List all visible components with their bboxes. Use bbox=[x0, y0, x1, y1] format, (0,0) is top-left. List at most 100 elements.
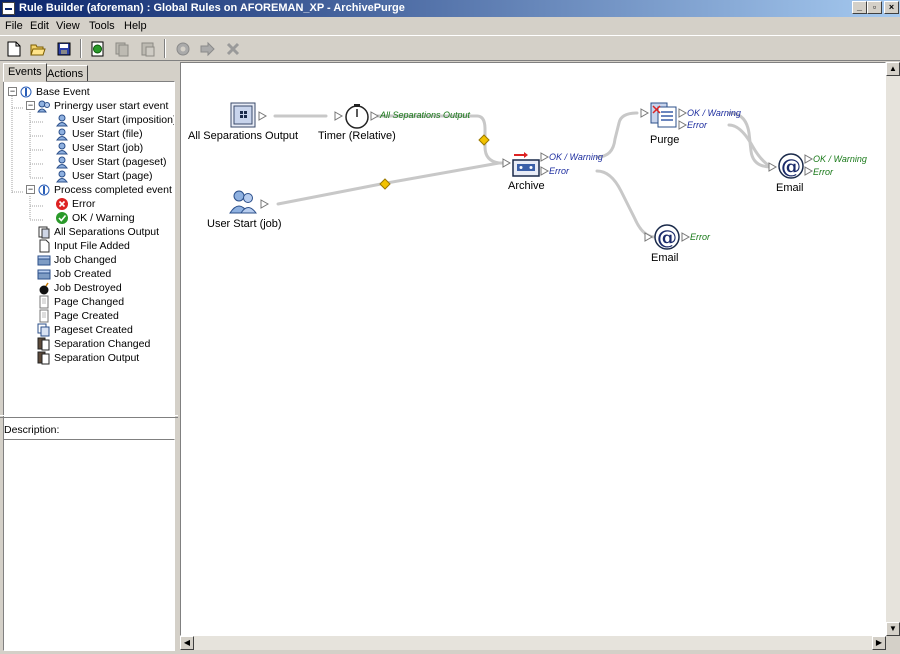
port-label-email2-error: Error bbox=[690, 232, 710, 242]
menu-view[interactable]: View bbox=[56, 20, 80, 32]
collapse-process-toggle[interactable]: − bbox=[26, 184, 35, 194]
port-arrow bbox=[804, 154, 814, 164]
copy-icon[interactable] bbox=[111, 38, 133, 59]
tree-item-user-start[interactable]: User Start (file) bbox=[55, 127, 143, 141]
maximize-button[interactable]: ▫ bbox=[867, 1, 882, 14]
scroll-right-icon[interactable]: ▶ bbox=[872, 636, 886, 650]
connector-line bbox=[727, 123, 773, 169]
vertical-scrollbar[interactable]: ▲ ▼ bbox=[886, 62, 900, 636]
port-label-timer-output: All Separations Output bbox=[380, 110, 471, 120]
menu-file[interactable]: File bbox=[5, 20, 23, 32]
all-separations-node-icon[interactable] bbox=[230, 102, 256, 128]
tree-lines bbox=[11, 96, 44, 221]
settings-gear-icon[interactable] bbox=[172, 38, 194, 59]
port-arrow bbox=[260, 199, 270, 209]
tree-item-process-completed[interactable]: Process completed event bbox=[37, 183, 172, 197]
email-at-icon[interactable]: @ bbox=[653, 223, 681, 251]
port-arrow bbox=[334, 111, 344, 121]
refresh-icon[interactable] bbox=[87, 38, 109, 59]
left-panel: Events Actions − Base Event − Prinergy u… bbox=[0, 62, 178, 654]
port-arrow bbox=[804, 166, 814, 176]
rule-canvas[interactable]: All Separations Output Timer (Relative) … bbox=[180, 62, 886, 636]
tree-item-job-destroyed[interactable]: Job Destroyed bbox=[37, 281, 122, 295]
user-icon bbox=[55, 169, 69, 183]
tree-item-user-start[interactable]: User Start (imposition) bbox=[55, 113, 174, 127]
tree-item-separation-changed[interactable]: Separation Changed bbox=[37, 337, 150, 351]
new-file-icon[interactable] bbox=[3, 38, 25, 59]
horizontal-scrollbar[interactable]: ◀ ▶ bbox=[180, 636, 886, 650]
port-label-purge-error: Error bbox=[687, 120, 707, 130]
user-icon bbox=[55, 127, 69, 141]
scroll-down-icon[interactable]: ▼ bbox=[886, 622, 900, 636]
page-icon bbox=[37, 295, 51, 309]
job-icon bbox=[37, 267, 51, 281]
paste-icon[interactable] bbox=[137, 38, 159, 59]
tree-item-all-separations[interactable]: All Separations Output bbox=[37, 225, 159, 239]
port-arrow bbox=[640, 108, 650, 118]
port-arrow bbox=[370, 111, 380, 121]
tab-events[interactable]: Events bbox=[3, 63, 47, 82]
tree-item-job-changed[interactable]: Job Changed bbox=[37, 253, 116, 267]
node-label-timer: Timer (Relative) bbox=[318, 130, 396, 142]
email-at-icon[interactable]: @ bbox=[777, 152, 805, 180]
tree-item-user-start-event[interactable]: Prinergy user start event bbox=[37, 99, 168, 113]
tree-item-job-created[interactable]: Job Created bbox=[37, 267, 111, 281]
tab-actions[interactable]: Actions bbox=[42, 65, 89, 82]
scroll-left-icon[interactable]: ◀ bbox=[180, 636, 194, 650]
collapse-base-toggle[interactable]: − bbox=[8, 86, 17, 96]
node-label-purge: Purge bbox=[650, 134, 680, 146]
node-label-user-start: User Start (job) bbox=[207, 218, 282, 230]
tree-item-user-start[interactable]: User Start (page) bbox=[55, 169, 153, 183]
run-icon[interactable] bbox=[196, 38, 218, 59]
tree-item-user-start[interactable]: User Start (pageset) bbox=[55, 155, 167, 169]
collapse-user-start-toggle[interactable]: − bbox=[26, 100, 35, 110]
event-info-icon bbox=[19, 85, 33, 99]
user-start-node-icon[interactable] bbox=[228, 189, 260, 215]
bomb-icon bbox=[37, 281, 51, 295]
tree-item-base-event[interactable]: Base Event bbox=[19, 85, 90, 99]
port-label-archive-ok: OK / Warning bbox=[549, 152, 603, 162]
connector-line bbox=[595, 169, 657, 239]
menu-edit[interactable]: Edit bbox=[30, 20, 49, 32]
port-label-archive-error: Error bbox=[549, 166, 569, 176]
minimize-button[interactable]: _ bbox=[852, 1, 867, 14]
check-icon bbox=[55, 211, 69, 225]
tree-item-user-start[interactable]: User Start (job) bbox=[55, 141, 143, 155]
tree-item-ok-warning[interactable]: OK / Warning bbox=[55, 211, 135, 225]
pageset-icon bbox=[37, 323, 51, 337]
node-label-archive: Archive bbox=[508, 180, 545, 192]
port-arrow bbox=[678, 108, 688, 118]
tree-item-input-file-added[interactable]: Input File Added bbox=[37, 239, 130, 253]
toolbar-separator bbox=[164, 39, 166, 58]
scroll-up-icon[interactable]: ▲ bbox=[886, 62, 900, 76]
port-arrow bbox=[258, 111, 268, 121]
description-box bbox=[3, 439, 175, 651]
app-icon bbox=[2, 2, 15, 15]
separations-icon bbox=[37, 225, 51, 239]
port-arrow bbox=[681, 232, 691, 242]
timer-node-icon[interactable] bbox=[344, 103, 370, 129]
menu-bar: File Edit View Tools Help bbox=[0, 17, 900, 35]
rule-canvas-frame: All Separations Output Timer (Relative) … bbox=[180, 62, 900, 654]
menu-tools[interactable]: Tools bbox=[89, 20, 115, 32]
open-folder-icon[interactable] bbox=[27, 38, 49, 59]
tree-item-error[interactable]: Error bbox=[55, 197, 95, 211]
tree-item-page-changed[interactable]: Page Changed bbox=[37, 295, 124, 309]
event-tree: − Base Event − Prinergy user start event… bbox=[3, 81, 175, 473]
panel-divider[interactable] bbox=[0, 415, 178, 418]
port-arrow bbox=[540, 152, 550, 162]
tree-item-separation-output[interactable]: Separation Output bbox=[37, 351, 139, 365]
port-label-purge-ok: OK / Warning bbox=[687, 108, 741, 118]
stop-icon[interactable] bbox=[222, 38, 244, 59]
archive-node-icon[interactable] bbox=[511, 151, 541, 177]
save-disk-icon[interactable] bbox=[53, 38, 75, 59]
port-arrow bbox=[768, 162, 778, 172]
close-button[interactable]: × bbox=[884, 1, 899, 14]
purge-node-icon[interactable] bbox=[649, 101, 679, 129]
connector-line bbox=[595, 111, 639, 159]
tree-item-pageset-created[interactable]: Pageset Created bbox=[37, 323, 133, 337]
port-arrow bbox=[502, 158, 512, 168]
user-icon bbox=[55, 155, 69, 169]
tree-item-page-created[interactable]: Page Created bbox=[37, 309, 119, 323]
menu-help[interactable]: Help bbox=[124, 20, 147, 32]
